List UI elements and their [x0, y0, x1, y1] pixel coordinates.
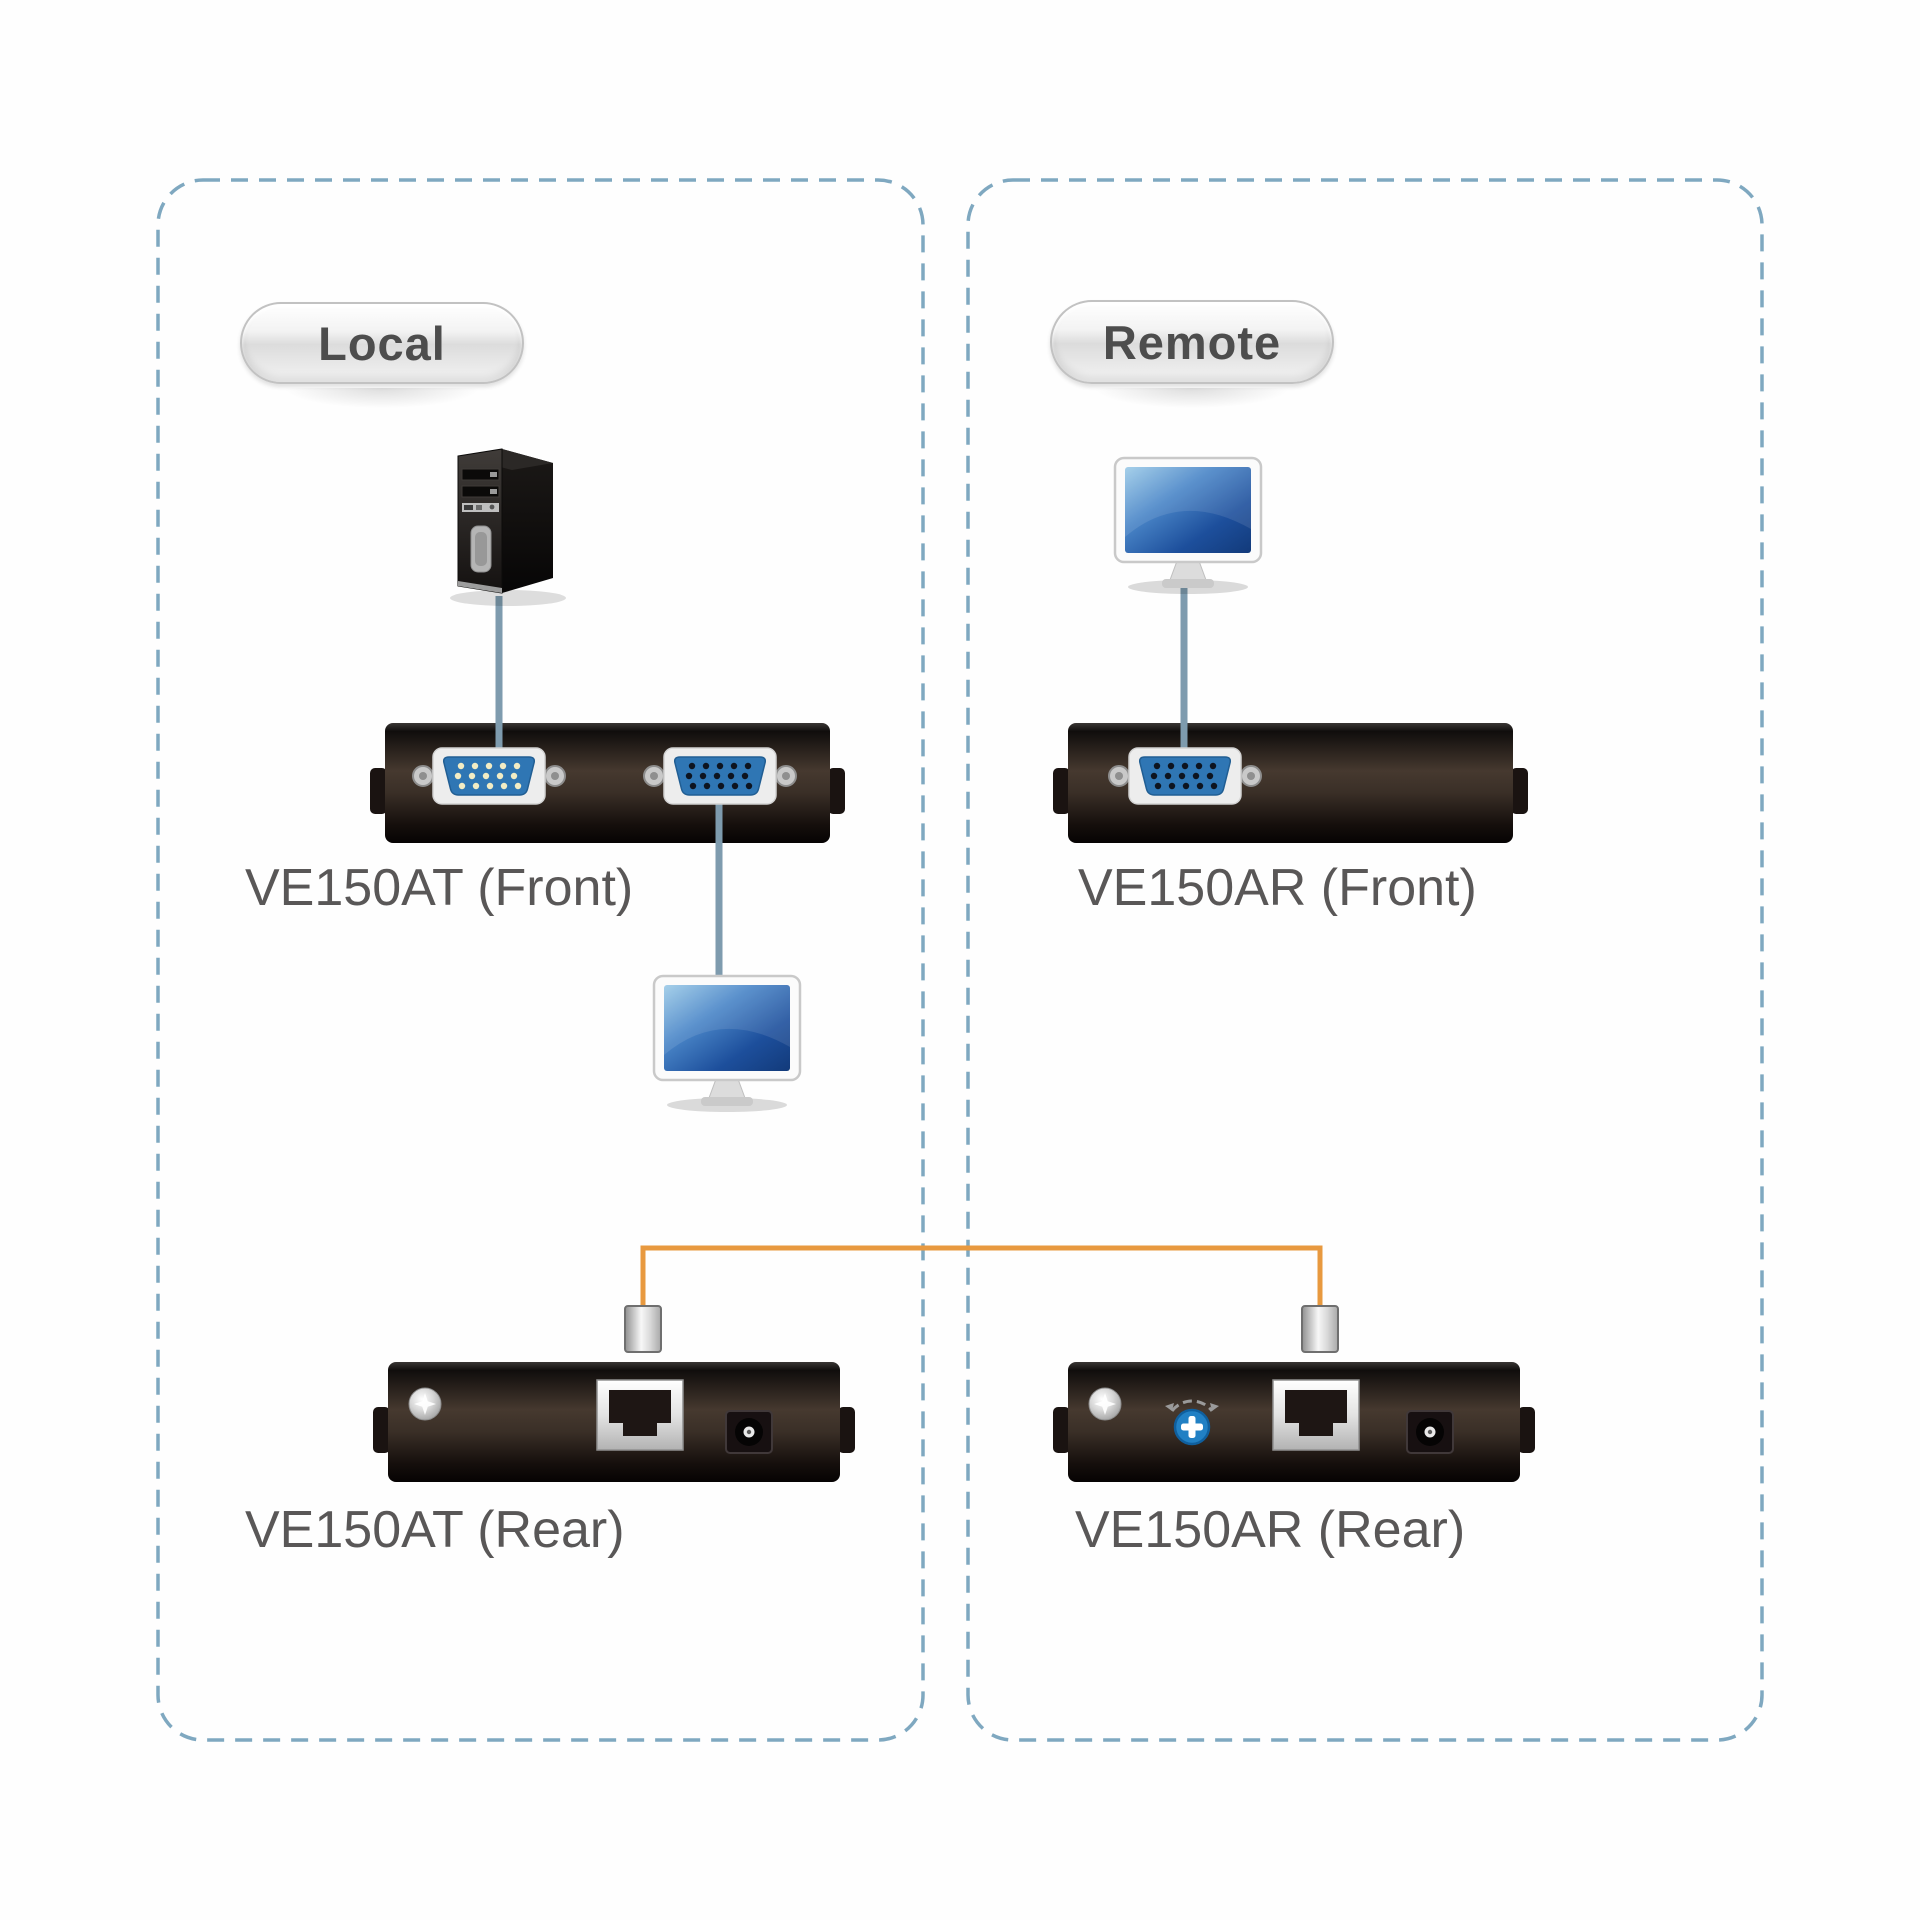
ve150at-front-label: VE150AT (Front) [245, 859, 634, 917]
screw-icon [408, 1387, 442, 1421]
rj45-plug-icon [1301, 1305, 1339, 1353]
rj45-plug-icon [624, 1305, 662, 1353]
rj45-port-icon [1272, 1379, 1360, 1451]
dc-jack-icon [725, 1410, 773, 1454]
remote-badge-label: Remote [1102, 315, 1282, 369]
rj45-port-icon [596, 1379, 684, 1451]
screw-icon [1088, 1387, 1122, 1421]
vga-port-icon [1108, 747, 1262, 805]
local-panel-border [156, 178, 925, 1742]
remote-badge: Remote [1050, 300, 1334, 410]
dc-jack-icon [1406, 1410, 1454, 1454]
local-badge-label: Local [318, 316, 446, 370]
vga-port-icon [643, 747, 797, 805]
cat5-cable [640, 1245, 1323, 1312]
computer-tower-icon [450, 448, 566, 606]
ve150at-rear-label: VE150AT (Rear) [245, 1501, 625, 1559]
ve150ar-front-label: VE150AR (Front) [1078, 859, 1477, 917]
vga-port-icon [412, 747, 566, 805]
adjustment-dial-icon [1165, 1399, 1219, 1446]
monitor-icon [652, 974, 802, 1114]
remote-panel-border [966, 178, 1764, 1742]
local-badge: Local [240, 302, 524, 410]
ve150ar-rear-label: VE150AR (Rear) [1075, 1501, 1466, 1559]
monitor-icon [1113, 456, 1263, 596]
